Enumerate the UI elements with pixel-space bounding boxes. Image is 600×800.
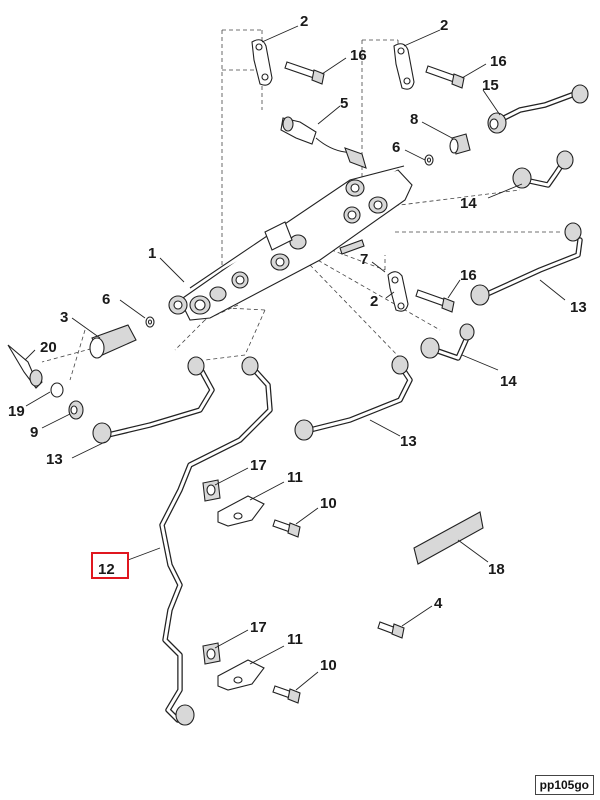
callout-9: 9 — [30, 424, 38, 441]
callout-labels: 2 2 16 16 15 5 8 6 14 1 7 16 2 13 6 3 20… — [8, 13, 587, 674]
pipe-13-left — [92, 356, 215, 444]
callout-6: 6 — [392, 139, 400, 156]
callout-16: 16 — [490, 53, 507, 70]
callout-4: 4 — [434, 595, 443, 612]
callout-10: 10 — [320, 657, 337, 674]
ring-19 — [50, 382, 64, 398]
callout-1: 1 — [148, 245, 156, 262]
valve-20 — [7, 344, 43, 389]
callout-11: 11 — [287, 469, 303, 486]
fitting-8 — [449, 133, 471, 155]
callout-20: 20 — [40, 339, 57, 356]
callout-2: 2 — [300, 13, 308, 30]
callout-18: 18 — [488, 561, 505, 578]
callout-2: 2 — [440, 17, 448, 34]
clamp-17-upper — [202, 479, 221, 502]
callout-16: 16 — [460, 267, 477, 284]
callout-3: 3 — [60, 309, 68, 326]
washer-6-upper — [424, 154, 434, 166]
fitting-3 — [89, 324, 137, 359]
bracket-2-left — [251, 39, 273, 86]
pipe-12 — [159, 356, 273, 726]
callout-15: 15 — [482, 77, 499, 94]
callout-14: 14 — [460, 195, 477, 212]
pipe-14-lower — [420, 323, 475, 361]
highlighted-part-frame — [91, 552, 129, 579]
bolt-10-upper — [272, 519, 301, 538]
gasket-7 — [339, 239, 365, 255]
pipe-14-upper — [512, 150, 574, 189]
bracket-2-lower — [387, 271, 409, 312]
construction-lines — [41, 29, 560, 381]
callout-6: 6 — [102, 291, 110, 308]
nut-9 — [68, 400, 84, 420]
callout-17: 17 — [250, 619, 267, 636]
bolt-16-right — [425, 65, 465, 89]
washer-6-lower — [145, 316, 155, 328]
bracket-2-right — [393, 43, 415, 90]
callout-2: 2 — [370, 293, 378, 310]
pipe-15 — [487, 84, 589, 134]
bolt-4 — [377, 621, 405, 639]
pipe-13-right — [470, 222, 583, 306]
bracket-11-lower — [217, 659, 265, 691]
bolt-16-lower — [415, 289, 455, 313]
callout-11: 11 — [287, 631, 303, 648]
clamp-17-lower — [202, 642, 221, 665]
callout-7: 7 — [360, 251, 368, 268]
callout-13: 13 — [46, 451, 63, 468]
callout-12: 12 — [98, 561, 115, 578]
callout-17: 17 — [250, 457, 267, 474]
sheet-18 — [413, 511, 484, 565]
callout-5: 5 — [340, 95, 348, 112]
pressure-sensor-5 — [280, 116, 367, 169]
fuel-rail — [168, 165, 413, 321]
callout-16: 16 — [350, 47, 367, 64]
leader-lines — [24, 25, 566, 691]
pipe-13-middle — [294, 355, 413, 441]
callout-14: 14 — [500, 373, 517, 390]
callout-8: 8 — [410, 111, 418, 128]
bracket-11-upper — [217, 495, 265, 527]
bolt-16-left — [284, 61, 325, 85]
callout-13: 13 — [570, 299, 587, 316]
callout-19: 19 — [8, 403, 25, 420]
drawing-reference-code: pp105go — [534, 775, 594, 795]
callout-10: 10 — [320, 495, 337, 512]
bolt-10-lower — [272, 685, 301, 704]
callout-13: 13 — [400, 433, 417, 450]
